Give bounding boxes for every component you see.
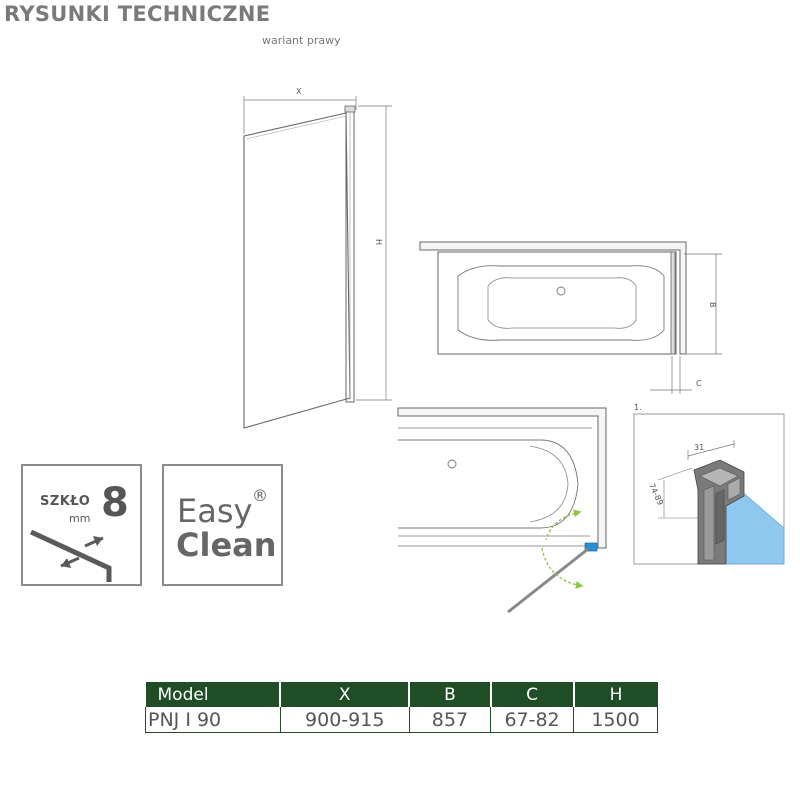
column-header-c: C [489, 682, 574, 707]
page-title: RYSUNKI TECHNICZNE [4, 2, 271, 26]
column-header-h: H [572, 682, 658, 707]
glass-unit: mm [69, 512, 91, 525]
column-header-x: X [279, 682, 410, 707]
glass-thickness-value: 8 [101, 480, 129, 526]
detail-width-label: 31 [694, 443, 704, 452]
dim-b-label: B [708, 302, 717, 308]
table-header-row: Model X B C H [145, 682, 658, 707]
glass-word: SZKŁO [40, 494, 91, 509]
table-row: PNJ I 90 900-915 857 67-82 1500 [145, 707, 658, 733]
easy-word: Easy [177, 492, 253, 530]
cell-x: 900-915 [279, 707, 410, 733]
detail-number: 1. [634, 403, 642, 412]
profile-detail: 1. 31 74-89 [633, 403, 785, 565]
easy-clean-badge: Easy ® Clean [162, 464, 283, 586]
cell-c: 67-82 [490, 707, 574, 733]
column-header-model: Model [145, 682, 281, 707]
dim-x-label: X [296, 87, 302, 96]
column-header-b: B [408, 682, 491, 707]
cell-model: PNJ I 90 [145, 707, 281, 733]
clean-word: Clean [176, 526, 277, 564]
dim-h-label: H [374, 239, 383, 245]
spec-table: Model X B C H PNJ I 90 900-915 857 67-82… [145, 682, 658, 733]
registered-mark: ® [252, 486, 268, 505]
variant-subtitle: wariant prawy [262, 34, 341, 47]
glass-thickness-badge: SZKŁO mm 8 [21, 464, 142, 586]
dim-c-label: C [696, 379, 702, 388]
cell-h: 1500 [573, 707, 658, 733]
top-view-bathtub: B C [419, 241, 722, 394]
front-view: X H [243, 87, 392, 429]
technical-drawing: X H B C [243, 87, 785, 614]
glass-pane-icon [29, 529, 112, 582]
cell-b: 857 [408, 707, 491, 733]
swing-view [397, 407, 607, 614]
